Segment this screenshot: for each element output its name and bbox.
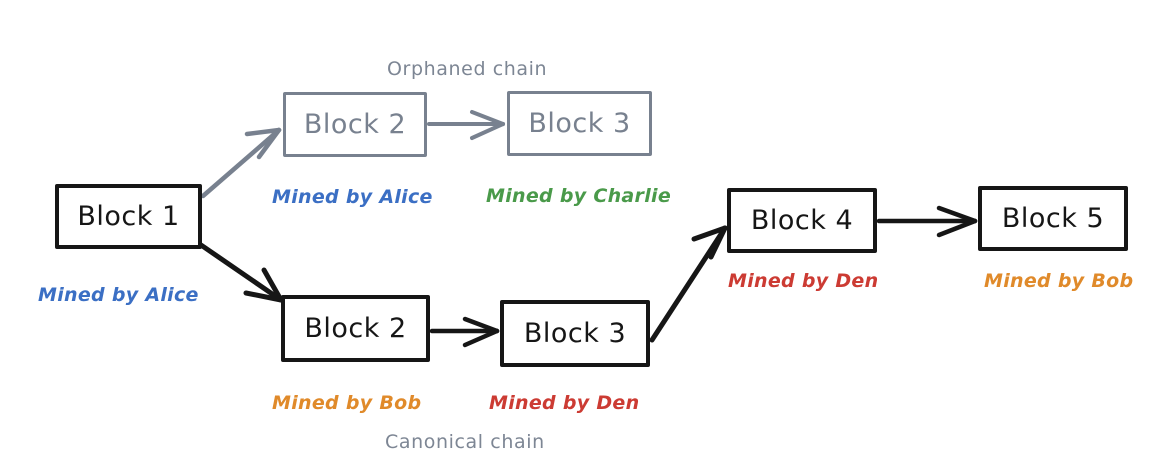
block-node-block1[interactable]: Block 1: [55, 184, 202, 249]
block-label-orphan-block3: Block 3: [528, 108, 631, 139]
edge-canon-block2-to-canon-block3: [429, 316, 500, 348]
miner-caption-canon-block2: Mined by Bob: [272, 392, 422, 414]
block-node-canon-block3[interactable]: Block 3: [500, 300, 650, 367]
block-label-block4: Block 4: [750, 205, 854, 236]
edge-block1-to-orphan-block2: [200, 127, 282, 199]
block-label-block5: Block 5: [1001, 203, 1105, 234]
edge-block1-to-canon-block2: [198, 242, 284, 303]
miner-caption-canon-block3: Mined by Den: [489, 392, 640, 414]
block-label-block1: Block 1: [77, 201, 180, 232]
block-node-orphan-block3[interactable]: Block 3: [507, 91, 652, 156]
block-label-canon-block3: Block 3: [523, 318, 627, 349]
miner-caption-orphan-block2: Mined by Alice: [272, 186, 433, 208]
block-label-orphan-block2: Block 2: [303, 109, 407, 140]
edge-block4-to-block5: [876, 205, 978, 238]
edge-orphan-block2-to-orphan-block3: [427, 110, 505, 140]
edge-canon-block3-to-block4: [649, 225, 728, 343]
miner-caption-block5: Mined by Bob: [984, 270, 1134, 292]
orphaned-chain-title: Orphaned chain: [387, 58, 548, 80]
block-node-orphan-block2[interactable]: Block 2: [283, 92, 427, 157]
block-node-canon-block2[interactable]: Block 2: [281, 295, 430, 362]
block-node-block5[interactable]: Block 5: [978, 186, 1128, 251]
miner-caption-block1: Mined by Alice: [38, 284, 199, 306]
block-label-canon-block2: Block 2: [304, 313, 407, 344]
miner-caption-block4: Mined by Den: [728, 270, 879, 292]
miner-caption-orphan-block3: Mined by Charlie: [486, 185, 672, 207]
block-node-block4[interactable]: Block 4: [727, 188, 877, 253]
canonical-chain-title: Canonical chain: [385, 431, 545, 453]
